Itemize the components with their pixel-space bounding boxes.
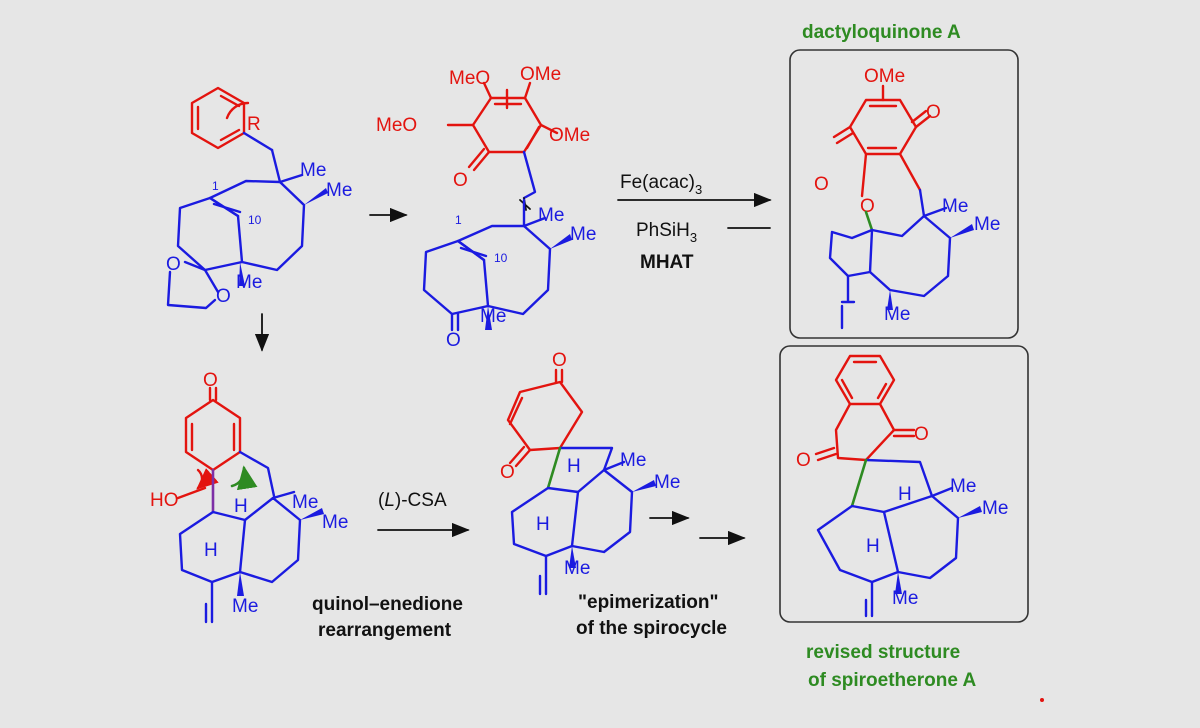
me-label: Me [620,450,646,471]
me-label: Me [974,214,1000,235]
compound-aryl-ketal: R 1 10 Me Me Me O O [166,86,352,310]
hydrogen-label: H [536,514,550,535]
oxygen-label: O [860,196,875,217]
product-box [779,345,1029,623]
caption-spirocycle: of the spirocycle [576,618,727,639]
methoxy-label: OMe [549,125,590,146]
oxygen-label: O [166,254,181,275]
reagent-iron: Fe(acac)3 [620,172,702,197]
c1-label: 1 [212,179,219,193]
me-label: Me [480,306,506,327]
hydrogen-label: H [567,456,581,477]
me-label: Me [538,205,564,226]
hydrogen-label: H [898,484,912,505]
dactyloquinone-name: dactyloquinone A [802,22,961,43]
methoxy-label: OMe [864,66,905,87]
compound-dactyloquinone: OMe O O O Me Me Me [814,66,1000,330]
me-label: Me [322,512,348,533]
hydrogen-label: H [234,496,248,517]
oxygen-label: O [446,330,461,351]
spiroetherone-name: of spiroetherone A [808,670,976,691]
caption-quinol: quinol–enedione [312,594,463,615]
methoxy-label: MeO [449,68,490,89]
oxygen-label: O [500,462,515,483]
reagent-csa: (L)-CSA [378,490,447,511]
revised-structure-label: revised structure [806,642,960,663]
me-label: Me [232,596,258,617]
me-label: Me [236,272,262,293]
me-label: Me [982,498,1008,519]
me-label: Me [564,558,590,579]
me-label: Me [292,492,318,513]
oxygen-label: O [926,102,941,123]
hydroxyl-label: HO [150,490,179,511]
oxygen-label: O [814,174,829,195]
methoxy-label: MeO [376,115,417,136]
r-group-label: R [247,114,261,135]
compound-quinone-enone: MeO OMe MeO OMe O 1 10 Me Me Me O [376,64,596,351]
c10-label: 10 [494,251,508,265]
me-label: Me [942,196,968,217]
hydrogen-label: H [866,536,880,557]
me-label: Me [300,160,326,181]
oxygen-label: O [552,350,567,371]
oxygen-label: O [216,286,231,307]
product-box [789,49,1019,339]
oxygen-label: O [453,170,468,191]
caption-epimerization: "epimerization" [578,592,719,613]
caption-rearrangement: rearrangement [318,620,452,641]
reagent-mhat: MHAT [640,252,694,273]
oxygen-label: O [203,370,218,391]
compound-quinol: O HO H H Me Me Me [150,370,348,624]
me-label: Me [950,476,976,497]
red-dot [1040,698,1044,702]
compound-spiroetherone: O O H H Me Me Me [796,354,1008,618]
oxygen-label: O [914,424,929,445]
hydrogen-label: H [204,540,218,561]
reagent-silane: PhSiH3 [636,220,697,245]
compound-spirodione: O O H H Me Me Me [500,350,680,596]
me-label: Me [884,304,910,325]
methoxy-label: OMe [520,64,561,85]
me-label: Me [570,224,596,245]
me-label: Me [326,180,352,201]
c10-label: 10 [248,213,262,227]
oxygen-label: O [796,450,811,471]
c1-label: 1 [455,213,462,227]
me-label: Me [892,588,918,609]
me-label: Me [654,472,680,493]
